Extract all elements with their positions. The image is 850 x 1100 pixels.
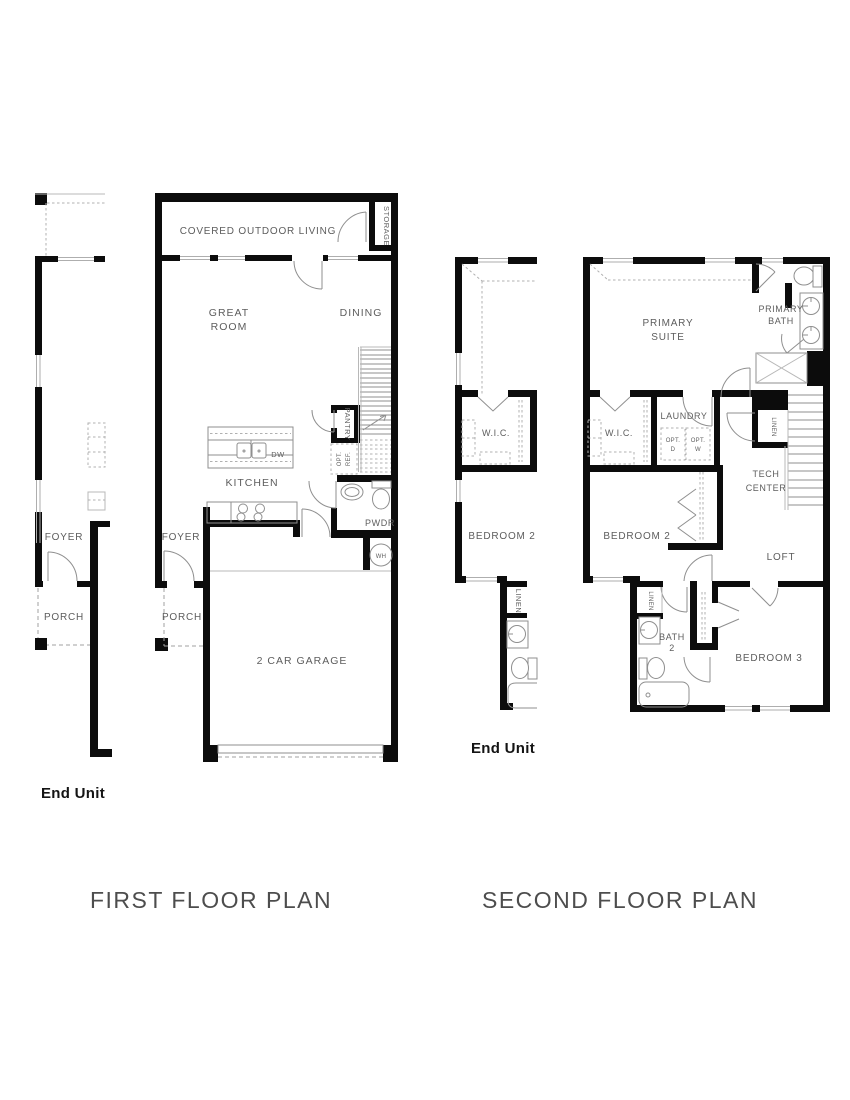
ff-door-arcs [163, 211, 367, 582]
wh-label: WH [376, 554, 387, 560]
bath2-label-2: 2 [669, 643, 675, 653]
pantry-door-arc [311, 409, 335, 433]
dw-label: DW [271, 450, 285, 459]
kitchen-island [207, 426, 294, 469]
island-sink-fixture [236, 440, 267, 459]
first-floor-title: FIRST FLOOR PLAN [90, 887, 332, 913]
ff-stairs [358, 346, 391, 473]
opt-d-label-1: OPT. [666, 438, 681, 444]
primary-bath-label-1: PRIMARY [758, 304, 803, 314]
wic-door-chevron [599, 396, 631, 412]
porch-label: PORCH [162, 612, 202, 623]
pwdr-sink-fixture [340, 483, 364, 501]
great-room-label-2: ROOM [211, 321, 248, 333]
sf-main-unit-walls [583, 257, 830, 712]
wic-label: W.I.C. [605, 428, 633, 438]
shower-fixture [755, 352, 808, 384]
pwdr-toilet-fixture [371, 480, 392, 510]
first-floor-plan: FOYER PORCH [35, 193, 398, 802]
primary-suite-label-1: PRIMARY [643, 318, 694, 329]
sf-neighbor-bedroom2-label: BEDROOM 2 [468, 531, 535, 542]
dining-label: DINING [340, 307, 383, 319]
bedroom3-closet-rod [701, 592, 706, 642]
bedroom3-closet-doors [717, 601, 740, 629]
bedroom2-door-arc [683, 554, 713, 582]
linen-hall-label: LINEN [770, 417, 776, 436]
bedroom2-label: BEDROOM 2 [603, 531, 670, 542]
garage-entry-door-arc [301, 508, 331, 538]
laundry-door-arc [682, 396, 713, 427]
ff-neighbor-island-fragment [87, 422, 106, 511]
linen-edges [661, 410, 789, 613]
pwdr-door-arc [308, 480, 337, 509]
bedroom3-door-arc [751, 587, 779, 607]
sf-neighbor-wic-door [477, 396, 509, 412]
ff-neighbor-foyer-label: FOYER [45, 532, 83, 543]
linen-hall-door-arc [726, 412, 756, 442]
sf-stairs [784, 394, 823, 510]
front-entry-door-arc [163, 550, 195, 582]
bath2-wc-door-arc [683, 656, 711, 683]
second-floor-plan: LINEN W.I.C. BEDROOM 2 [455, 257, 830, 757]
opt-d-label-2: D [671, 447, 676, 453]
loft-label: LOFT [767, 552, 796, 563]
bedroom2-closet [677, 472, 704, 542]
pantry-label: PANTRY [343, 408, 352, 441]
shower-wc-door-arc [781, 333, 805, 354]
bedroom3-label: BEDROOM 3 [735, 653, 802, 664]
bath2-fixtures [638, 616, 690, 708]
tech-center-label-2: CENTER [746, 483, 787, 493]
primary-bath-label-2: BATH [768, 316, 794, 326]
water-heater: WH [369, 543, 393, 567]
sf-neighbor-unit: LINEN W.I.C. BEDROOM 2 [455, 257, 538, 710]
ff-neighbor-entry-door-arc [47, 551, 78, 582]
sf-door-arcs [599, 263, 805, 683]
second-floor-title: SECOND FLOOR PLAN [482, 887, 758, 913]
opt-w-label-2: W [695, 447, 701, 453]
sf-neighbor-wic-label: W.I.C. [482, 428, 510, 438]
primary-bath-door-arc [755, 263, 776, 292]
great-room-door-arc [293, 260, 323, 290]
ff-main-unit-walls [155, 193, 398, 762]
ff-neighbor-unit: FOYER PORCH [35, 193, 112, 757]
sf-neighbor-linen-label: LINEN [514, 589, 523, 614]
bath2-door-arc [660, 586, 688, 613]
foyer-label: FOYER [162, 532, 200, 543]
wic-interior [587, 400, 648, 465]
garage-label: 2 CAR GARAGE [257, 655, 348, 667]
ff-neighbor-porch-label: PORCH [44, 612, 84, 623]
storage-door-arc [337, 211, 367, 243]
tech-center-label-1: TECH [753, 469, 780, 479]
linen-bath-label: LINEN [647, 591, 653, 610]
porch-outline [163, 588, 203, 647]
opt-ref-label-1: OPT. [337, 452, 343, 467]
garage-door [217, 744, 384, 758]
bath2-label-1: BATH [659, 632, 685, 642]
laundry-opt-boxes [660, 427, 711, 461]
tray-ceiling-dash [589, 263, 752, 281]
covered-outdoor-living-label: COVERED OUTDOOR LIVING [180, 226, 337, 237]
opt-ref-box [330, 443, 358, 475]
stairs-direction-arrow [362, 414, 387, 431]
primary-suite-door-arc [720, 367, 751, 398]
opt-ref-label-2: REF. [346, 452, 352, 466]
storage-label: STORAGE [382, 206, 391, 246]
kitchen-label: KITCHEN [225, 477, 278, 489]
ff-end-unit-label: End Unit [41, 785, 105, 802]
primary-bath-fixtures [755, 265, 824, 384]
opt-w-label-1: OPT. [691, 438, 706, 444]
great-room-label-1: GREAT [209, 307, 249, 319]
sf-end-unit-label: End Unit [471, 740, 535, 757]
pwdr-label: PWDR [365, 518, 395, 528]
range-counter [206, 501, 298, 524]
laundry-label: LAUNDRY [660, 411, 707, 421]
sf-neighbor-bath-fixtures [506, 620, 538, 709]
primary-suite-label-2: SUITE [651, 332, 684, 343]
